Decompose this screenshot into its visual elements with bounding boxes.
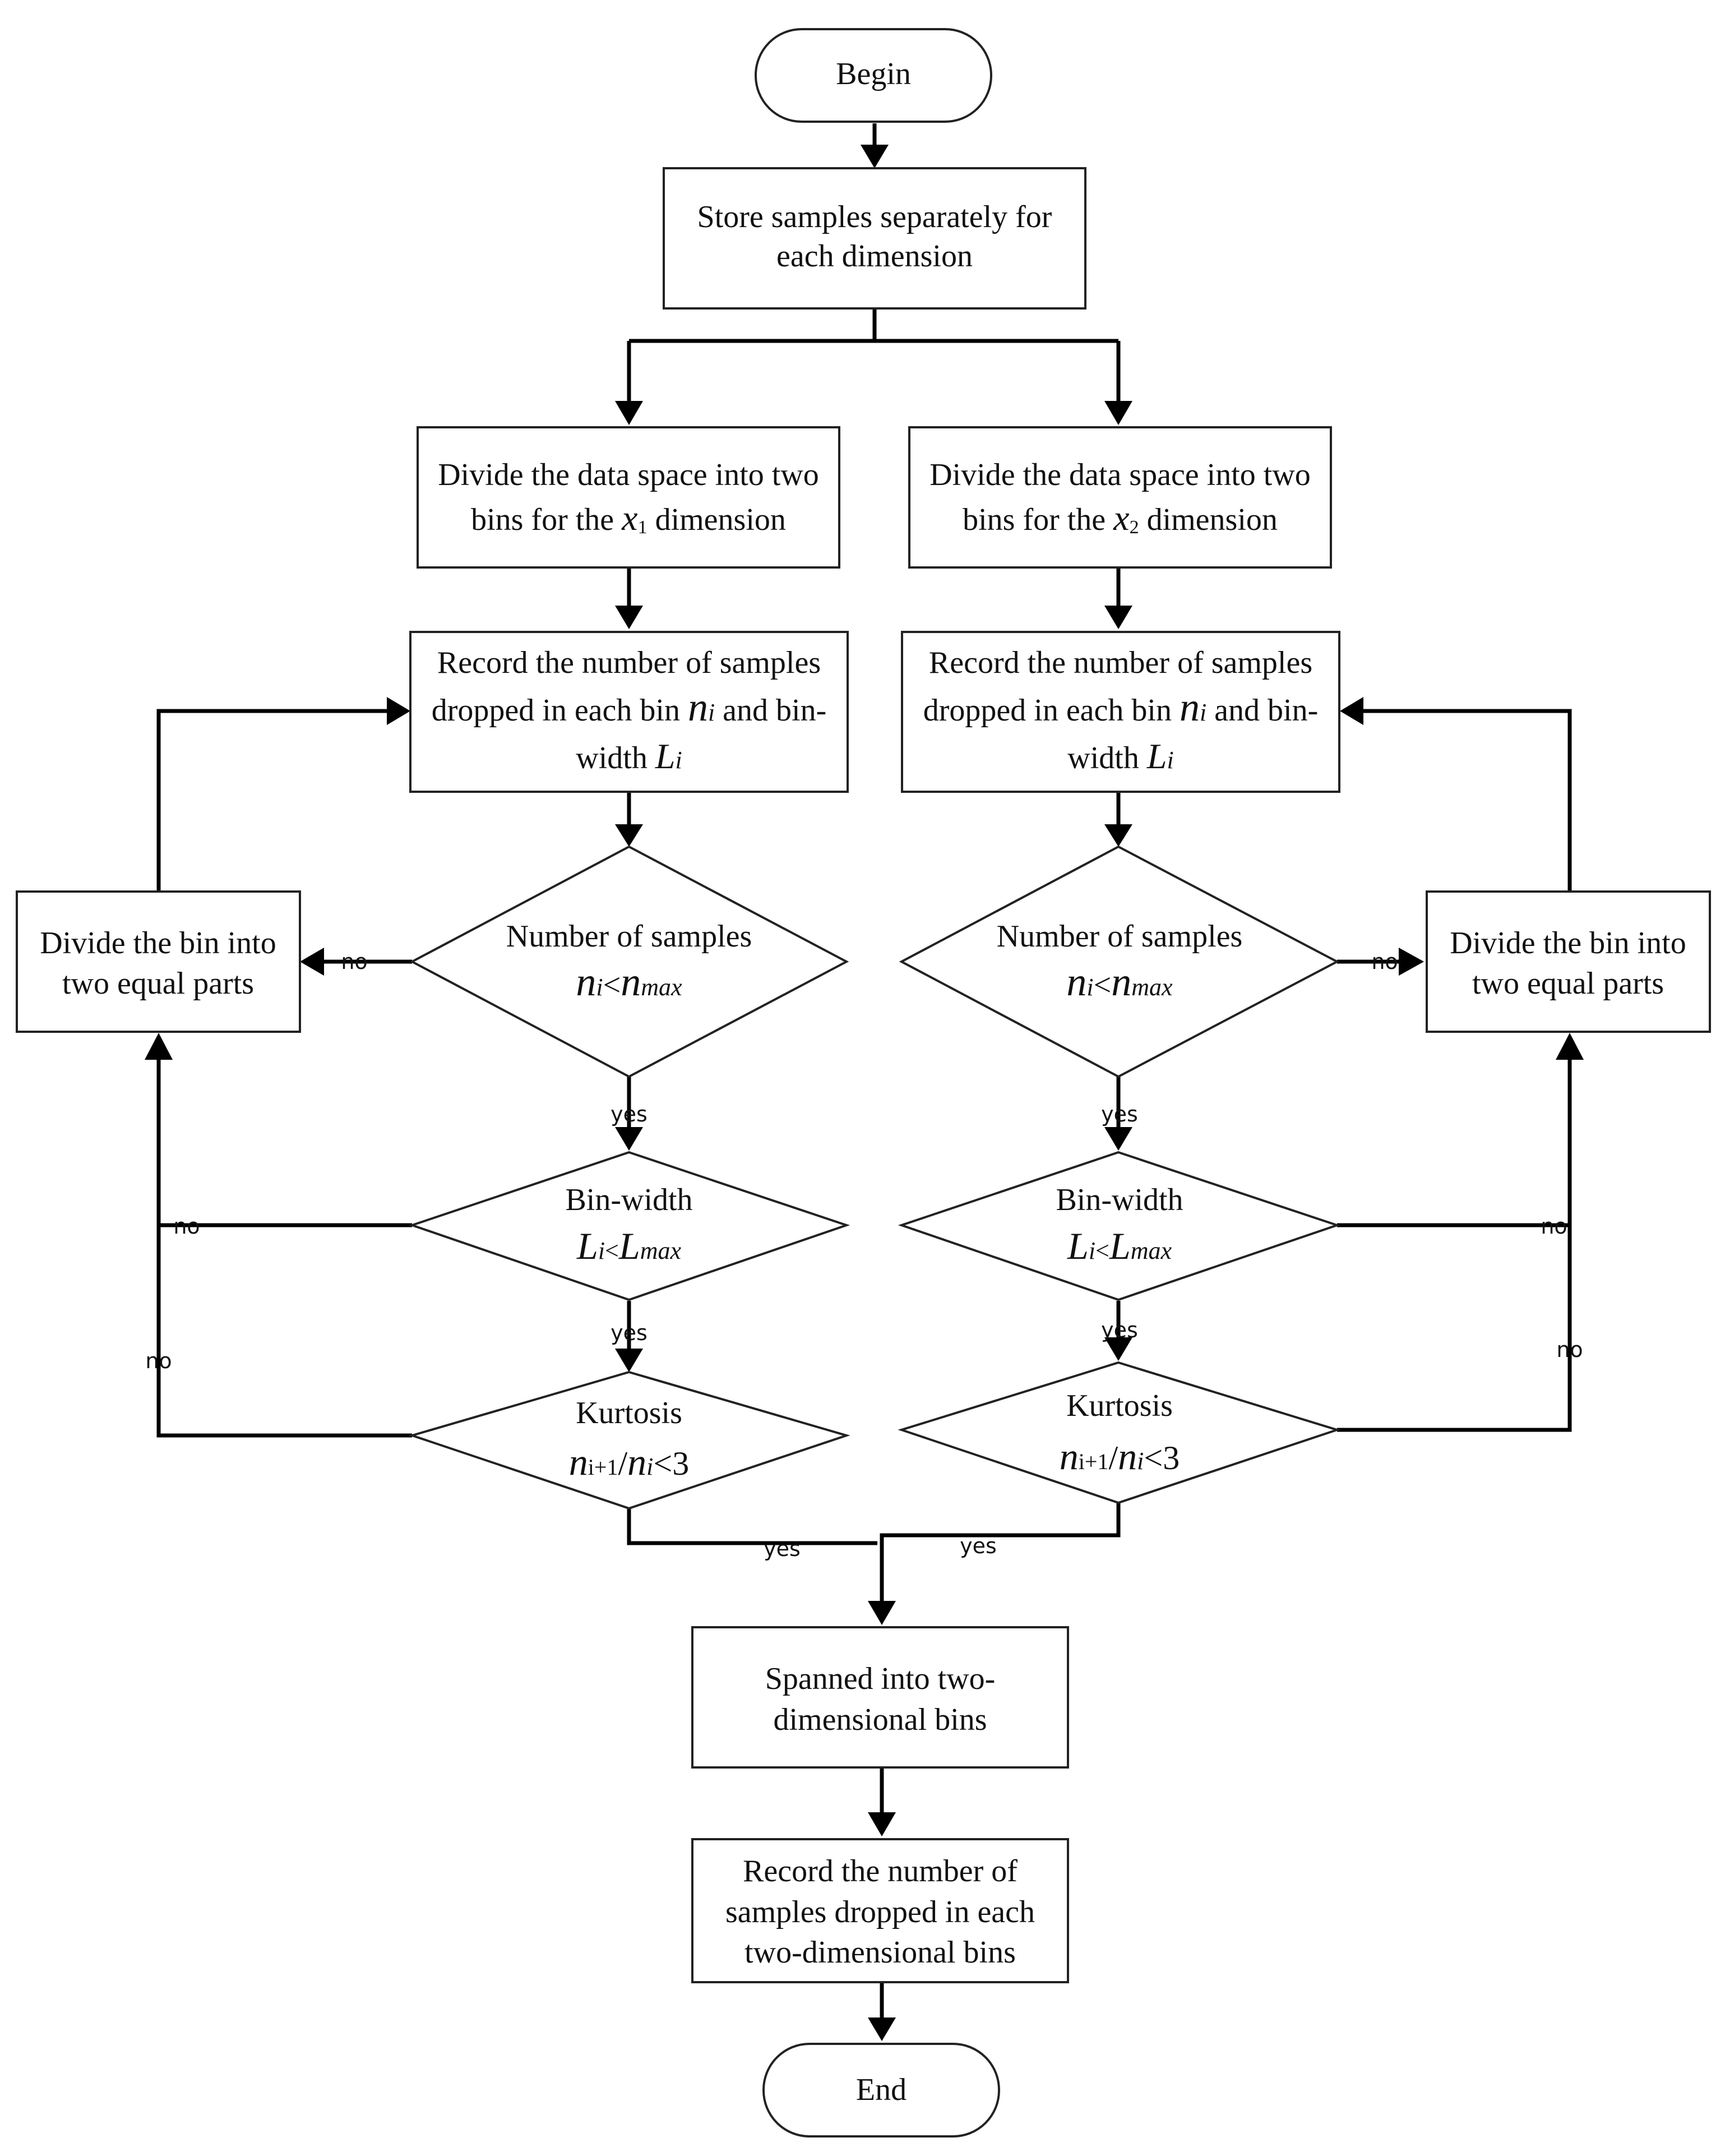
width-left-formula: Li<Lmax <box>576 1225 681 1267</box>
width-condition-right: Bin-width Li<Lmax <box>898 1151 1341 1301</box>
record2d-line-3: two-dimensional bins <box>744 1935 1016 1970</box>
arrowhead <box>615 1349 643 1372</box>
arrowhead <box>615 606 643 629</box>
span-line-1: Spanned into two- <box>765 1661 996 1696</box>
end-label: End <box>856 2072 907 2107</box>
yes-label-width-left: yes <box>611 1321 648 1345</box>
yes-label-kurtosis-left: yes <box>764 1536 801 1561</box>
arrowhead <box>1104 606 1132 629</box>
store-samples-box: Store samples separately for each dimens… <box>663 167 1086 310</box>
samples-condition-left: Number of samples ni<nmax <box>409 845 849 1078</box>
divide-x2-box: Divide the data space into two bins for … <box>908 426 1332 569</box>
arrowhead <box>300 948 324 976</box>
divide-x1-line-2: bins for the x1 dimension <box>471 498 786 538</box>
samples-left-label: Number of samples <box>506 919 752 954</box>
divide-x2-line-2: bins for the x2 dimension <box>963 498 1278 538</box>
store-line-2: each dimension <box>776 239 973 274</box>
arrowhead <box>1399 948 1424 976</box>
record2d-line-2: samples dropped in each <box>725 1895 1035 1929</box>
span-line-2: dimensional bins <box>773 1702 987 1737</box>
record-right-line-2: dropped in each bin ni and bin- <box>923 685 1318 730</box>
no-label-samples-right: no <box>1371 949 1398 974</box>
edge-kurtosis-no-left <box>156 1057 412 1438</box>
split-bin-box-left: Divide the bin into two equal parts <box>16 890 301 1033</box>
kurtosis-condition-right: Kurtosis ni+1/ni<3 <box>898 1361 1341 1504</box>
record-left-line-1: Record the number of samples <box>437 645 821 680</box>
edge-split-record-right <box>1359 709 1572 890</box>
kurtosis-left-formula: ni+1/ni<3 <box>569 1441 689 1483</box>
arrowhead <box>868 2018 896 2041</box>
divide-x1-box: Divide the data space into two bins for … <box>417 426 840 569</box>
samples-right-label: Number of samples <box>997 919 1243 954</box>
no-label-kurtosis-right: no <box>1556 1337 1583 1362</box>
arrowhead <box>145 1033 173 1060</box>
yes-label-width-right: yes <box>1101 1318 1138 1342</box>
arrowhead <box>868 1812 896 1836</box>
record2d-line-1: Record the number of <box>743 1854 1018 1889</box>
arrowhead <box>387 697 410 725</box>
no-label-width-left: no <box>173 1214 200 1239</box>
arrowhead <box>1104 401 1132 425</box>
arrowhead <box>868 1601 896 1625</box>
arrowhead <box>615 1127 643 1151</box>
split-right-line-1: Divide the bin into <box>1450 926 1686 961</box>
kurtosis-condition-left: Kurtosis ni+1/ni<3 <box>408 1370 850 1510</box>
arrowhead <box>615 824 643 847</box>
begin-terminal: Begin <box>755 28 992 123</box>
arrowhead <box>1104 1127 1132 1151</box>
arrowhead <box>1104 1337 1132 1361</box>
split-left-line-1: Divide the bin into <box>40 926 276 961</box>
span-2d-box: Spanned into two- dimensional bins <box>691 1626 1069 1769</box>
edges <box>145 123 1584 2041</box>
begin-label: Begin <box>836 57 911 91</box>
width-right-formula: Li<Lmax <box>1067 1225 1172 1267</box>
edge-labels: no no yes yes no no yes yes no no yes ye… <box>145 949 1583 1561</box>
split-right-line-2: two equal parts <box>1472 966 1664 1001</box>
split-bin-box-right: Divide the bin into two equal parts <box>1426 890 1711 1033</box>
samples-left-formula: ni<nmax <box>576 959 682 1004</box>
store-line-1: Store samples separately for <box>697 200 1052 234</box>
edge-kurtosis-yes-merge <box>627 1503 1121 1604</box>
record-left-line-2: dropped in each bin ni and bin- <box>432 685 826 730</box>
end-terminal: End <box>762 2043 1000 2137</box>
no-label-samples-left: no <box>341 949 367 974</box>
record-left-line-3: width Li <box>576 736 682 776</box>
divide-x1-line-1: Divide the data space into two <box>438 458 819 492</box>
arrowhead <box>861 145 889 168</box>
edge-split-record-left <box>156 709 392 890</box>
arrowhead <box>1556 1033 1584 1060</box>
arrowhead <box>1340 697 1363 725</box>
no-label-kurtosis-left: no <box>145 1349 172 1373</box>
arrowhead <box>1104 824 1132 847</box>
edge-store-split <box>627 310 1121 404</box>
samples-right-formula: ni<nmax <box>1066 959 1173 1004</box>
yes-label-samples-left: yes <box>611 1102 648 1127</box>
kurtosis-right-formula: ni+1/ni<3 <box>1060 1435 1180 1478</box>
split-left-line-2: two equal parts <box>62 966 254 1001</box>
yes-label-samples-right: yes <box>1101 1102 1138 1127</box>
record-right-line-3: width Li <box>1067 736 1173 776</box>
record-bin-box-right: Record the number of samples dropped in … <box>901 631 1340 793</box>
arrowhead <box>615 401 643 425</box>
width-right-label: Bin-width <box>1056 1183 1183 1217</box>
kurtosis-right-label: Kurtosis <box>1066 1388 1173 1423</box>
edge-kurtosis-no-right <box>1337 1057 1572 1432</box>
record-bin-box-left: Record the number of samples dropped in … <box>409 631 849 793</box>
width-condition-left: Bin-width Li<Lmax <box>408 1151 850 1301</box>
record-2d-box: Record the number of samples dropped in … <box>691 1838 1069 1983</box>
kurtosis-left-label: Kurtosis <box>576 1396 682 1430</box>
divide-x2-line-1: Divide the data space into two <box>929 458 1311 492</box>
samples-condition-right: Number of samples ni<nmax <box>899 845 1340 1078</box>
record-right-line-1: Record the number of samples <box>929 645 1312 680</box>
yes-label-kurtosis-right: yes <box>960 1534 997 1558</box>
no-label-width-right: no <box>1541 1214 1567 1239</box>
width-left-label: Bin-width <box>565 1183 692 1217</box>
